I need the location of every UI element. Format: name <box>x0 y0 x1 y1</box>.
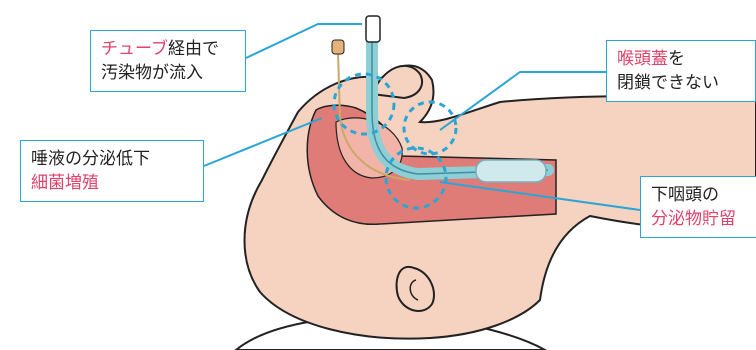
callout-hypopharynx: 下咽頭の 分泌物貯留 <box>640 176 756 238</box>
callout-tube-line2: 汚染物が流入 <box>101 61 235 85</box>
tube-cuff <box>476 160 546 182</box>
callout-epiglottis-line2: 閉鎖できない <box>617 71 745 95</box>
tube-connector <box>366 16 380 42</box>
pilot-balloon <box>332 40 344 54</box>
callout-tube: チューブ経由で 汚染物が流入 <box>90 30 246 92</box>
callout-tube-highlight: チューブ <box>101 39 168 59</box>
callout-tube-rest: 経由で <box>168 39 219 59</box>
callout-epiglottis: 喉頭蓋を 閉鎖できない <box>606 40 756 102</box>
leader-line-tube <box>246 24 362 58</box>
callout-saliva: 唾液の分泌低下 細菌増殖 <box>20 140 204 202</box>
callout-hypopharynx-line1: 下咽頭の <box>651 183 746 207</box>
callout-saliva-highlight: 細菌増殖 <box>31 171 193 195</box>
nose <box>372 66 422 98</box>
callout-saliva-line1: 唾液の分泌低下 <box>31 147 193 171</box>
callout-epiglottis-rest: を <box>668 49 685 69</box>
callout-hypopharynx-highlight: 分泌物貯留 <box>651 207 746 231</box>
callout-epiglottis-highlight: 喉頭蓋 <box>617 49 668 69</box>
